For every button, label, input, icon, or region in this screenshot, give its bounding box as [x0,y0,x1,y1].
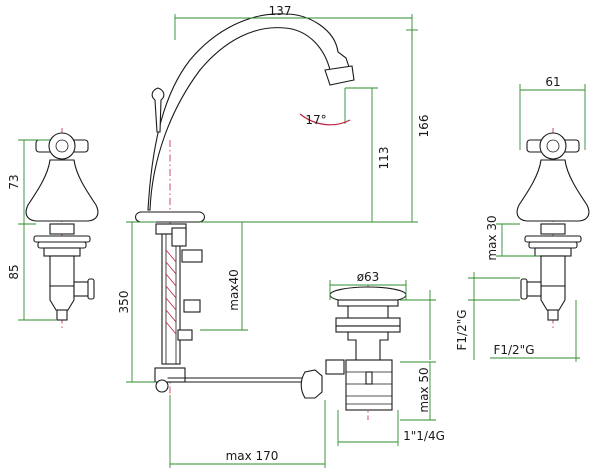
right-handle-valve [516,128,590,330]
label-137: 137 [269,4,292,18]
label-166: 166 [417,115,431,138]
label-113: 113 [377,147,391,170]
label-73: 73 [7,174,21,189]
label-17-deg: 17° [305,113,326,127]
left-handle-valve [25,128,99,330]
label-61: 61 [545,75,560,89]
label-max-170: max 170 [226,449,279,463]
label-diameter-63: ø63 [357,270,380,284]
label-max-30: max 30 [485,215,499,260]
label-f12g-horizontal: F1/2"G [493,343,534,357]
label-f12g-vertical: F1/2"G [455,309,469,350]
dimension-lines [18,14,586,468]
dimension-labels: 137 166 113 17° 61 73 85 max 30 max40 35… [7,4,561,463]
label-max-40: max40 [227,269,241,310]
pop-up-waste [325,285,407,420]
label-350: 350 [117,291,131,314]
label-max-50: max 50 [417,367,431,412]
label-85: 85 [7,264,21,279]
spout-assembly [134,13,355,399]
label-1-1-4g: 1"1/4G [403,429,445,443]
